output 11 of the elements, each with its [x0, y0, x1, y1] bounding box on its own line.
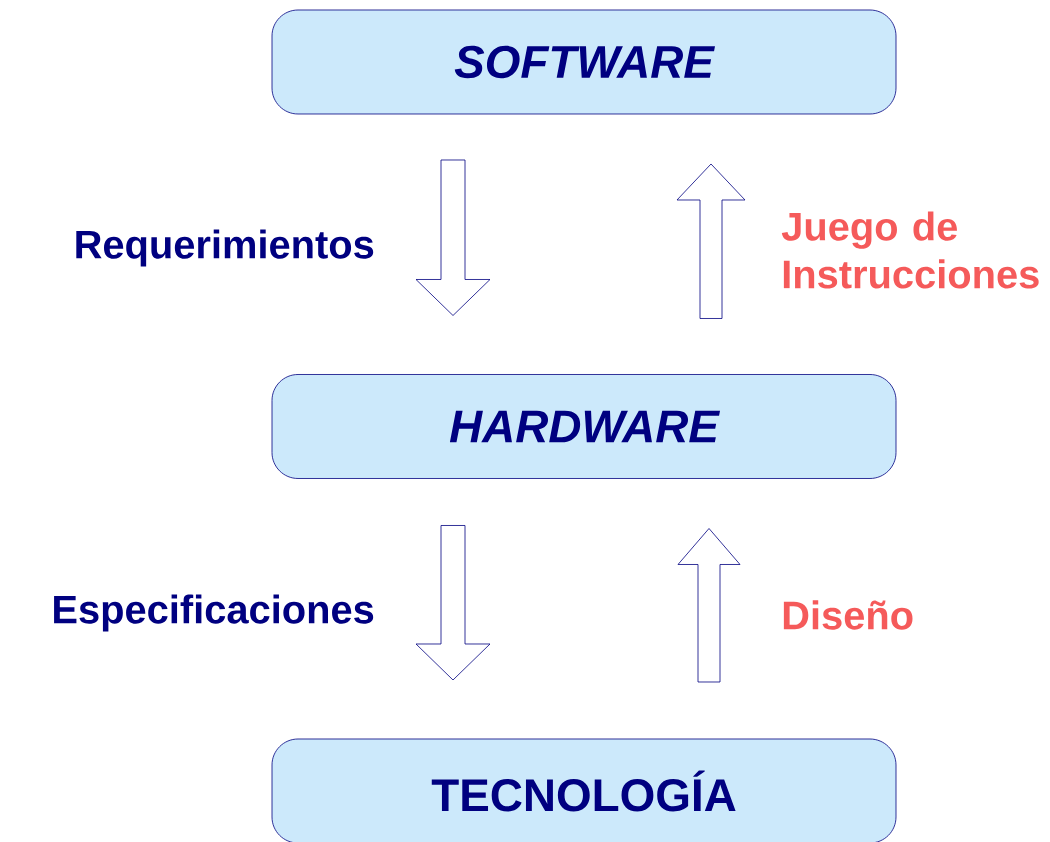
process-box: TECNOLOGÍA: [271, 738, 897, 842]
block-arrow: [677, 528, 741, 683]
process-box: SOFTWARE: [271, 9, 897, 115]
block-arrow: [676, 163, 746, 319]
process-box: HARDWARE: [271, 374, 897, 479]
edge-label: Juego de Instrucciones: [781, 211, 1039, 289]
edge-label: Requerimientos: [76, 229, 374, 267]
edge-label: Diseño: [783, 600, 913, 630]
block-arrow: [415, 525, 491, 681]
block-arrow: [415, 159, 491, 316]
edge-label: Especificaciones: [54, 594, 374, 632]
